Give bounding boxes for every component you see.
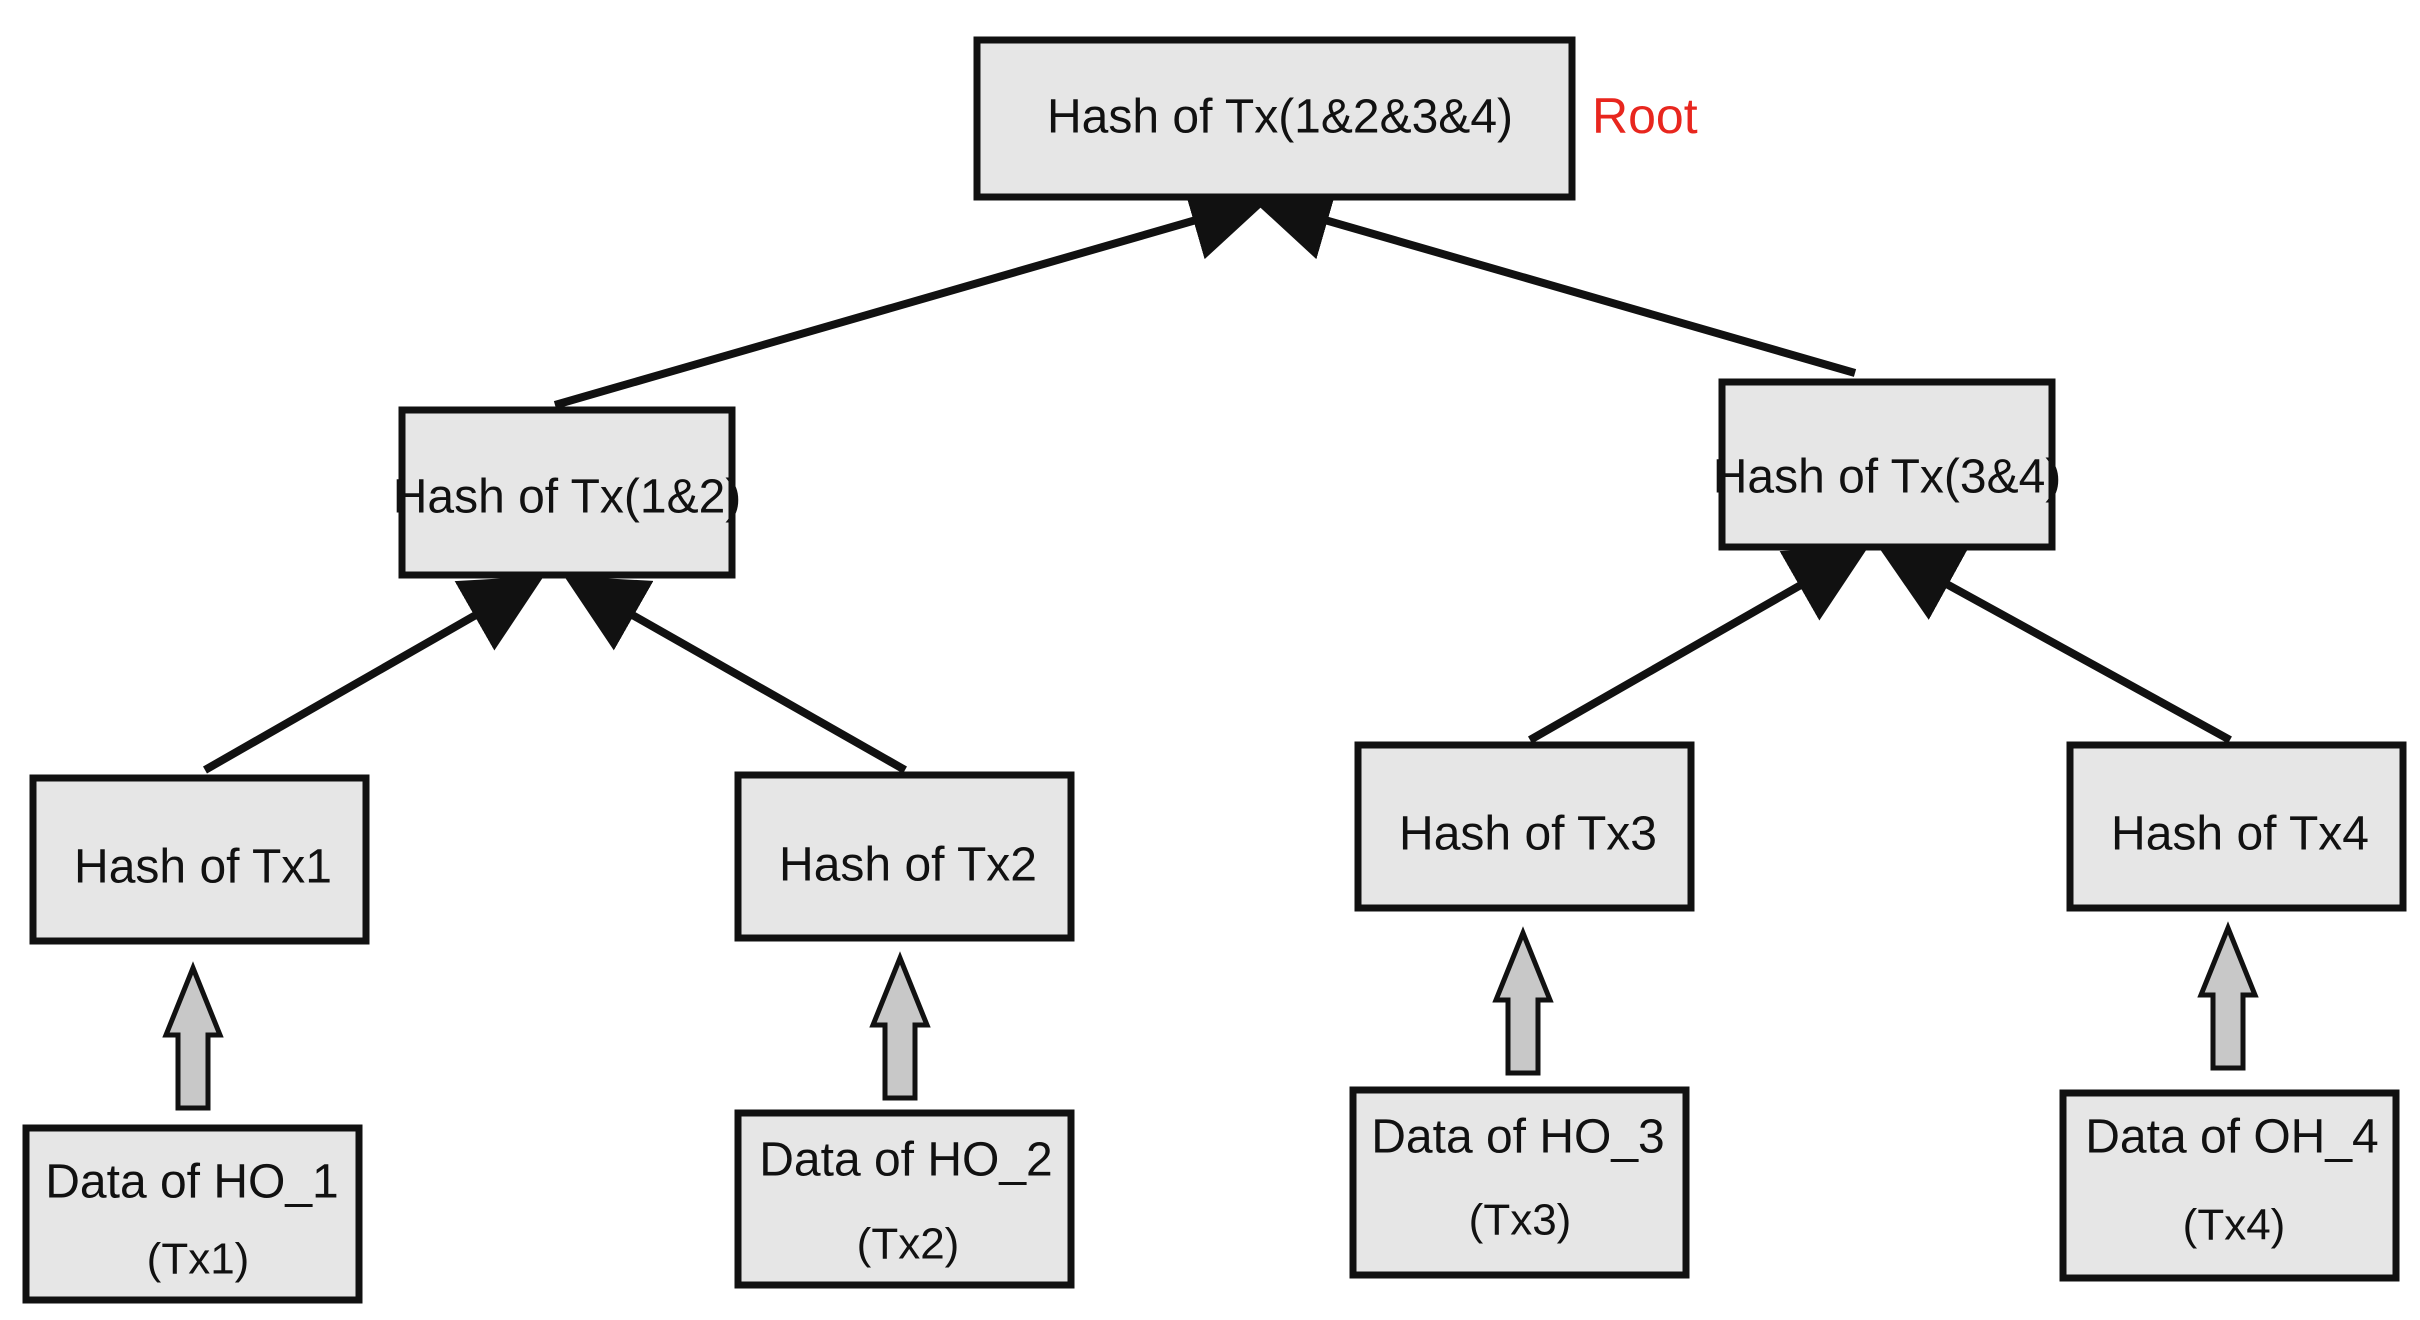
up-arrow-icon: [2197, 921, 2259, 1071]
root-node: Hash of Tx(1&2&3&4): [973, 36, 1576, 201]
data-block-oh4-title: Data of OH_4: [2085, 1111, 2378, 1164]
edge-tx12-to-root: [553, 182, 1271, 409]
edge-tx3-to-tx34: [1528, 546, 1869, 744]
edge-tx2-to-tx12: [564, 576, 907, 774]
data-block-ho1: Data of HO_1 (Tx1): [22, 1124, 363, 1304]
node-hash-tx3-label: Hash of Tx3: [1399, 808, 1657, 861]
data-block-ho2-sub: (Tx2): [857, 1220, 960, 1269]
tree-edges: [203, 182, 2232, 774]
block-arrows: [162, 921, 2259, 1111]
up-arrow-icon: [869, 951, 931, 1101]
node-hash-tx34-label: Hash of Tx(3&4): [1713, 451, 2062, 504]
root-tag: Root: [1592, 88, 1698, 144]
node-hash-tx34: Hash of Tx(3&4): [1713, 378, 2062, 551]
data-block-ho3-title: Data of HO_3: [1371, 1111, 1664, 1164]
node-hash-tx4: Hash of Tx4: [2066, 741, 2407, 912]
data-block-ho1-title: Data of HO_1: [45, 1156, 338, 1209]
edge-tx4-to-tx34: [1877, 546, 2232, 744]
data-block-ho3: Data of HO_3 (Tx3): [1349, 1086, 1690, 1279]
root-node-label: Hash of Tx(1&2&3&4): [1047, 91, 1513, 144]
up-arrow-icon: [162, 961, 224, 1111]
node-hash-tx2: Hash of Tx2: [734, 771, 1075, 942]
data-block-ho3-sub: (Tx3): [1469, 1196, 1572, 1245]
edge-tx1-to-tx12: [203, 576, 544, 774]
node-hash-tx12-label: Hash of Tx(1&2): [393, 471, 742, 524]
edge-tx34-to-root: [1250, 182, 1857, 377]
up-arrow-icon: [1492, 926, 1554, 1076]
node-hash-tx12: Hash of Tx(1&2): [393, 406, 742, 579]
data-block-oh4-sub: (Tx4): [2183, 1201, 2286, 1250]
node-hash-tx1-label: Hash of Tx1: [74, 841, 332, 894]
node-hash-tx1: Hash of Tx1: [29, 774, 370, 945]
node-hash-tx4-label: Hash of Tx4: [2111, 808, 2369, 861]
data-block-oh4: Data of OH_4 (Tx4): [2059, 1089, 2400, 1282]
data-block-ho1-sub: (Tx1): [147, 1235, 250, 1284]
node-hash-tx3: Hash of Tx3: [1354, 741, 1695, 912]
data-block-ho2-title: Data of HO_2: [759, 1134, 1052, 1187]
data-block-ho2: Data of HO_2 (Tx2): [734, 1109, 1075, 1289]
node-hash-tx2-label: Hash of Tx2: [779, 839, 1037, 892]
